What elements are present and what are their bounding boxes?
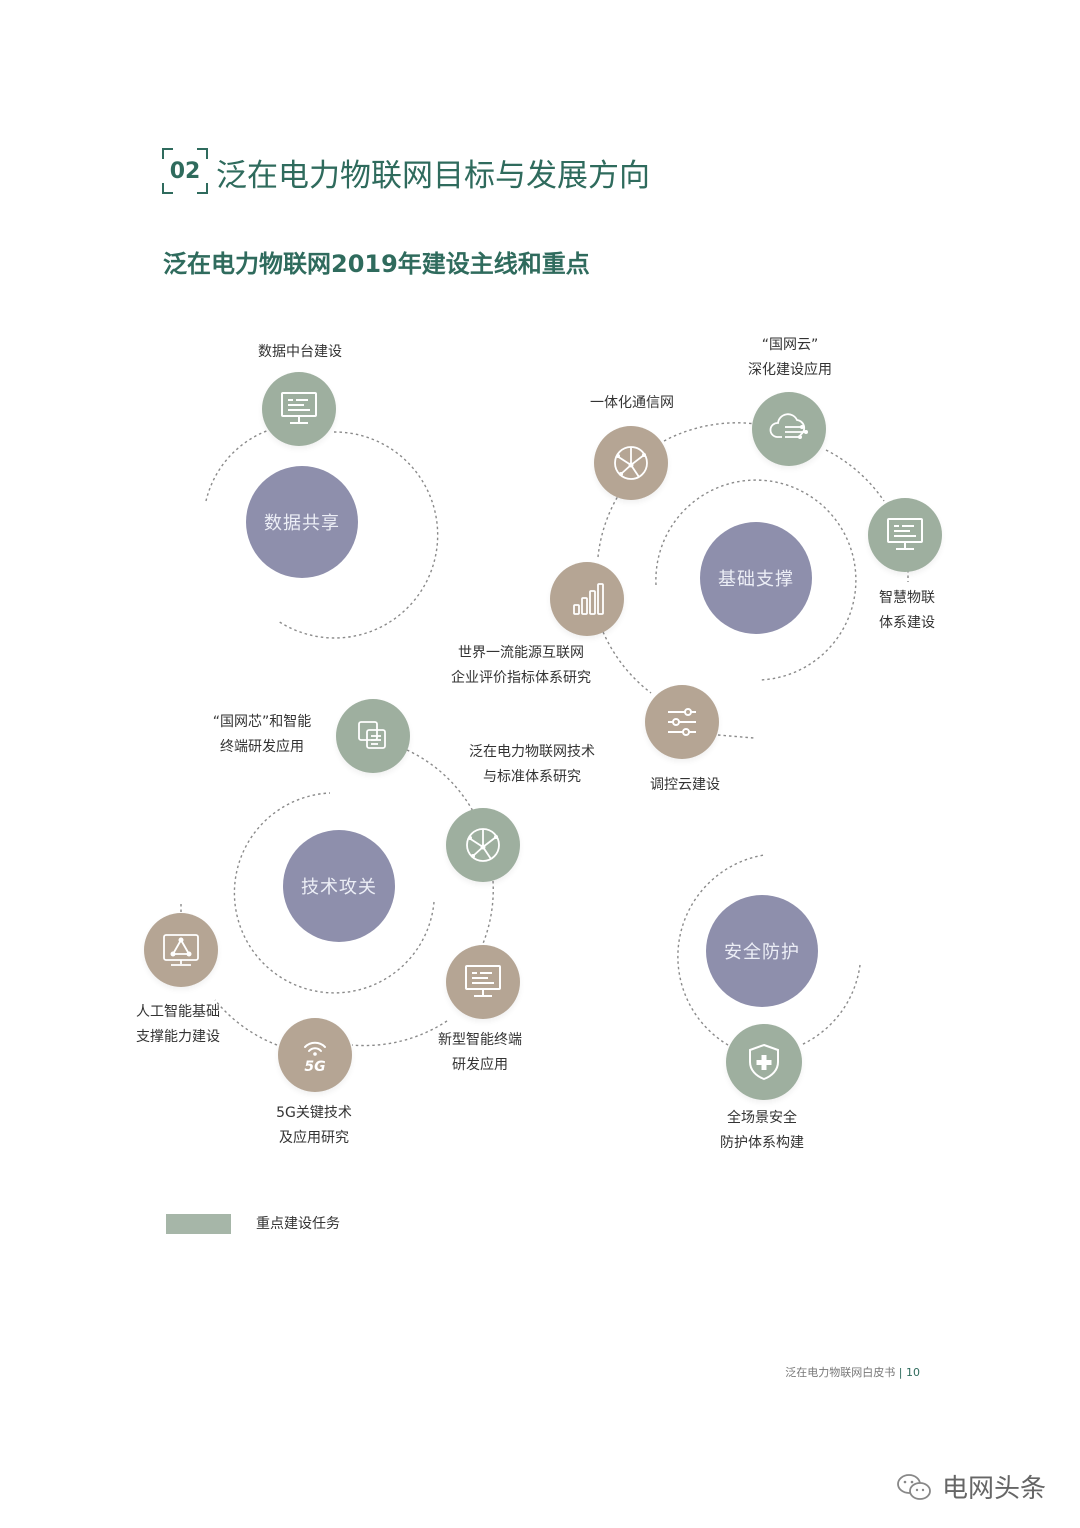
ring-basic-support-right [825, 449, 885, 502]
label-line: 深化建设应用 [748, 362, 832, 378]
legend-swatch [166, 1214, 231, 1234]
node-chip [336, 699, 410, 773]
page-footer: 泛在电力物联网白皮书 | 10 [760, 1364, 920, 1380]
label-line: 体系建设 [879, 615, 935, 631]
chip-icon [358, 721, 386, 749]
node-data-platform [262, 372, 336, 446]
5g-signal-icon: 5G [304, 1041, 326, 1075]
footer-book-title: 泛在电力物联网白皮书 [785, 1366, 896, 1379]
ring-basic-support-inner [655, 479, 857, 681]
label-integrated-network: 一体化通信网 [590, 395, 674, 411]
label-terminal: 新型智能终端 研发应用 [420, 1028, 540, 1078]
footer-separator: | [898, 1366, 903, 1379]
globe-network-icon [614, 446, 648, 480]
node-dispatch-cloud [645, 685, 719, 759]
globe-network-icon [466, 828, 500, 862]
watermark-text: 电网头条 [942, 1474, 1047, 1504]
label-line: “国网云” [761, 337, 819, 353]
label-standard: 泛在电力物联网技术 与标准体系研究 [452, 740, 612, 790]
label-line: 与标准体系研究 [483, 769, 581, 785]
label-line: 世界一流能源互联网 [458, 645, 584, 661]
label-fullscene-security: 全场景安全 防护体系构建 [702, 1106, 822, 1156]
ring-security-right [800, 964, 861, 1046]
node-terminal [446, 945, 520, 1019]
ring-tech-inner [233, 792, 435, 994]
section-number-text: 02 [169, 158, 201, 184]
monitor-icon [281, 392, 317, 424]
node-5g: 5G [278, 1018, 352, 1092]
node-smart-iot [868, 498, 942, 572]
label-line: “国网芯”和智能 [212, 714, 312, 730]
shield-plus-icon [749, 1043, 779, 1081]
bracket-corner [162, 183, 173, 194]
node-ai [144, 913, 218, 987]
legend-label: 重点建设任务 [256, 1216, 340, 1232]
label-smart-iot: 智慧物联 体系建设 [847, 586, 967, 636]
hub-security: 安全防护 [706, 895, 818, 1007]
monitor-icon [465, 965, 501, 997]
ring-tech-right [406, 749, 475, 814]
ring-security [677, 854, 765, 1046]
node-standard [446, 808, 520, 882]
label-ai: 人工智能基础 支撑能力建设 [118, 1000, 238, 1050]
bracket-corner [197, 183, 208, 194]
label-line: 防护体系构建 [720, 1135, 804, 1151]
ring-tech-lower [481, 880, 494, 947]
hub-basic-support: 基础支撑 [700, 522, 812, 634]
node-world-class [550, 562, 624, 636]
ring-basic-support-top [663, 422, 757, 442]
label-line: 智慧物联 [879, 590, 935, 606]
ring-basic-support-tail [717, 734, 755, 739]
node-fullscene-security [726, 1024, 802, 1100]
label-line: 新型智能终端 [438, 1032, 522, 1048]
label-5g: 5G关键技术 及应用研究 [254, 1101, 374, 1151]
label-dispatch-cloud: 调控云建设 [650, 777, 720, 793]
node-sgcloud [752, 392, 826, 466]
hub-data-sharing: 数据共享 [246, 466, 358, 578]
label-line: 支撑能力建设 [136, 1029, 220, 1045]
label-line: 泛在电力物联网技术 [469, 744, 595, 760]
node-integrated-network [594, 426, 668, 500]
label-chip: “国网芯”和智能 终端研发应用 [192, 710, 332, 760]
monitor-icon [887, 518, 923, 550]
label-line: 终端研发应用 [220, 739, 304, 755]
bracket-corner [197, 148, 208, 159]
ring-basic-support-left [600, 626, 652, 694]
label-line: 及应用研究 [279, 1130, 349, 1146]
ring-tech-leftbottom [214, 999, 278, 1046]
label-line: 人工智能基础 [136, 1004, 220, 1020]
diagram-title: 泛在电力物联网2019年建设主线和重点 [163, 250, 590, 278]
ring-tech-bottom [351, 1020, 448, 1047]
5g-icon-text: 5G [304, 1059, 325, 1075]
hub-tech-breakthrough: 技术攻关 [283, 830, 395, 942]
cloud-circuit-icon [769, 413, 808, 439]
section-title: 泛在电力物联网目标与发展方向 [216, 158, 650, 194]
label-world-class: 世界一流能源互联网 企业评价指标体系研究 [430, 641, 612, 691]
label-data-platform: 数据中台建设 [258, 344, 342, 360]
label-sgcloud: “国网云” 深化建设应用 [730, 333, 850, 383]
section-number: 02 [162, 148, 208, 194]
wechat-icon [897, 1473, 931, 1500]
bar-chart-icon [573, 583, 604, 615]
label-line: 研发应用 [452, 1057, 508, 1073]
label-line: 5G关键技术 [276, 1105, 352, 1121]
ring-data-sharing-outer [277, 431, 439, 639]
page-number: 10 [906, 1366, 920, 1379]
watermark: 电网头条 [896, 1468, 1046, 1505]
label-line: 企业评价指标体系研究 [451, 670, 591, 686]
label-line: 全场景安全 [727, 1110, 797, 1126]
sliders-icon [668, 708, 696, 736]
bracket-corner [162, 148, 173, 159]
ai-network-icon [163, 934, 199, 966]
